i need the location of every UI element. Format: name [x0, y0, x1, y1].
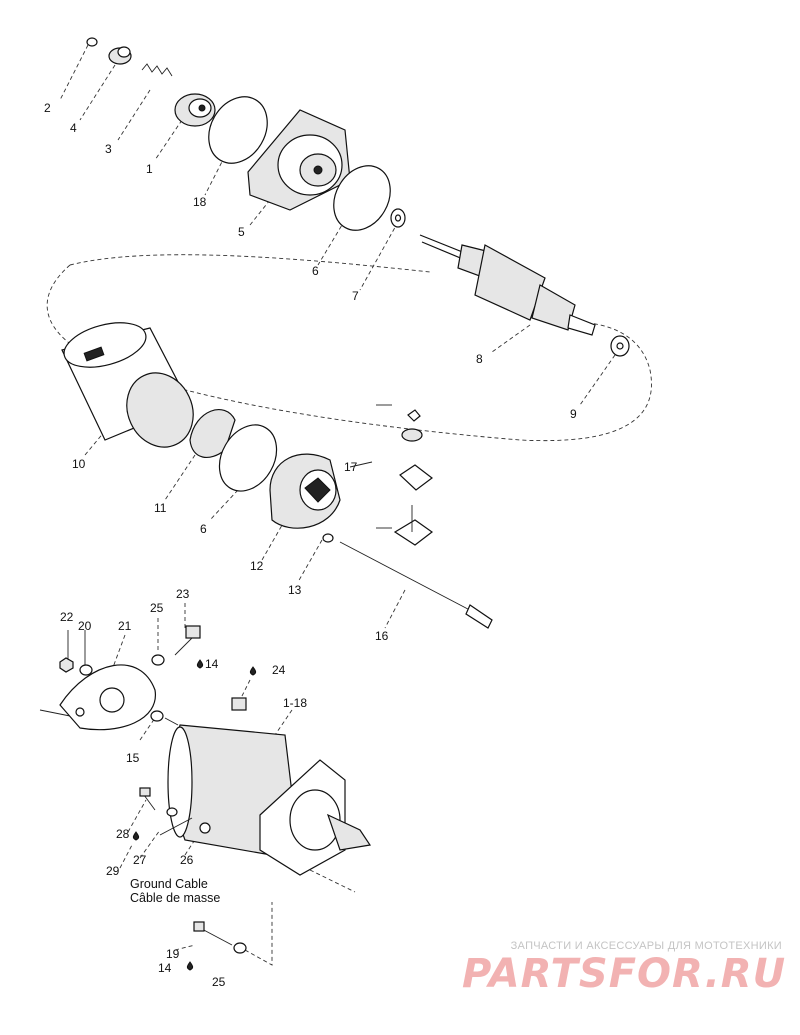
part-25-washer-lower — [233, 942, 247, 954]
part-25-washer-upper — [151, 654, 165, 666]
callout-1-18: 1-18 — [283, 696, 307, 710]
part-28-bolt — [139, 787, 156, 811]
part-18-o-ring — [208, 96, 268, 164]
part-23-bolt — [174, 625, 201, 656]
part-6-o-ring-upper — [333, 165, 391, 231]
callout-3: 3 — [105, 142, 112, 156]
callout-11: 11 — [154, 501, 167, 515]
part-1-pinion — [174, 93, 216, 127]
callout-10: 10 — [72, 457, 86, 471]
callout-1: 1 — [146, 162, 153, 176]
part-7-washer — [390, 208, 406, 228]
callout-22: 22 — [60, 610, 74, 624]
ground-cable-label-fr: Câble de masse — [130, 891, 220, 905]
watermark-subtitle: ЗАПЧАСТИ И АКСЕССУАРЫ ДЛЯ МОТОТЕХНИКИ — [510, 940, 782, 952]
callout-20: 20 — [78, 619, 92, 633]
part-20-washer — [79, 664, 93, 676]
callout-14-lower: 14 — [158, 961, 172, 975]
part-21-bracket — [59, 664, 156, 731]
part-19-bolt — [193, 921, 233, 946]
part-11-brush-plate — [189, 409, 236, 458]
part-10-yoke — [61, 322, 194, 448]
part-3-spring — [141, 63, 173, 77]
callout-18: 18 — [193, 195, 207, 209]
callout-28: 28 — [116, 827, 130, 841]
callout-25-upper: 25 — [150, 601, 164, 615]
callout-17: 17 — [344, 460, 358, 474]
callout-16: 16 — [375, 629, 389, 643]
part-12-end-cover — [269, 453, 341, 529]
callout-15: 15 — [126, 751, 140, 765]
callout-23: 23 — [176, 587, 190, 601]
callout-12: 12 — [250, 559, 264, 573]
part-27-ground-lug — [159, 807, 193, 836]
callout-7: 7 — [352, 289, 359, 303]
callout-6-lower: 6 — [200, 522, 207, 536]
part-8-armature — [419, 234, 596, 336]
part-26-washer — [199, 822, 211, 834]
watermark: ЗАПЧАСТИ И АКСЕССУАРЫ ДЛЯ МОТОТЕХНИКИ PA… — [462, 940, 787, 997]
starter-assembly-1-18 — [164, 697, 372, 876]
callout-21: 21 — [118, 619, 132, 633]
part-4-collar — [108, 46, 132, 65]
callout-labels: 2 4 3 1 18 5 6 7 8 9 10 11 6 12 13 16 17… — [44, 101, 577, 989]
callout-9: 9 — [570, 407, 577, 421]
callout-29: 29 — [106, 864, 120, 878]
part-22-nut — [59, 657, 74, 673]
watermark-brand: PARTSFOR.RU — [462, 951, 787, 997]
callout-8: 8 — [476, 352, 483, 366]
callout-19: 19 — [166, 947, 180, 961]
callout-27: 27 — [133, 853, 147, 867]
callout-6-upper: 6 — [312, 264, 319, 278]
callout-26: 26 — [180, 853, 194, 867]
part-13-o-ring-small — [322, 533, 334, 543]
callout-24: 24 — [272, 663, 286, 677]
callout-4: 4 — [70, 121, 77, 135]
part-9-washer — [610, 335, 630, 357]
part-17-terminal-kit — [393, 409, 434, 546]
ground-cable-label-en: Ground Cable — [130, 877, 208, 891]
part-6-o-ring-lower — [218, 424, 278, 492]
callout-14-upper: 14 — [205, 657, 219, 671]
part-2-circlip — [86, 37, 98, 47]
callout-25-lower: 25 — [212, 975, 226, 989]
callout-5: 5 — [238, 225, 245, 239]
part-15-washer — [150, 710, 164, 722]
loctite-drops — [132, 659, 257, 971]
callout-13: 13 — [288, 583, 302, 597]
callout-2: 2 — [44, 101, 51, 115]
part-16-through-bolt — [339, 541, 493, 629]
